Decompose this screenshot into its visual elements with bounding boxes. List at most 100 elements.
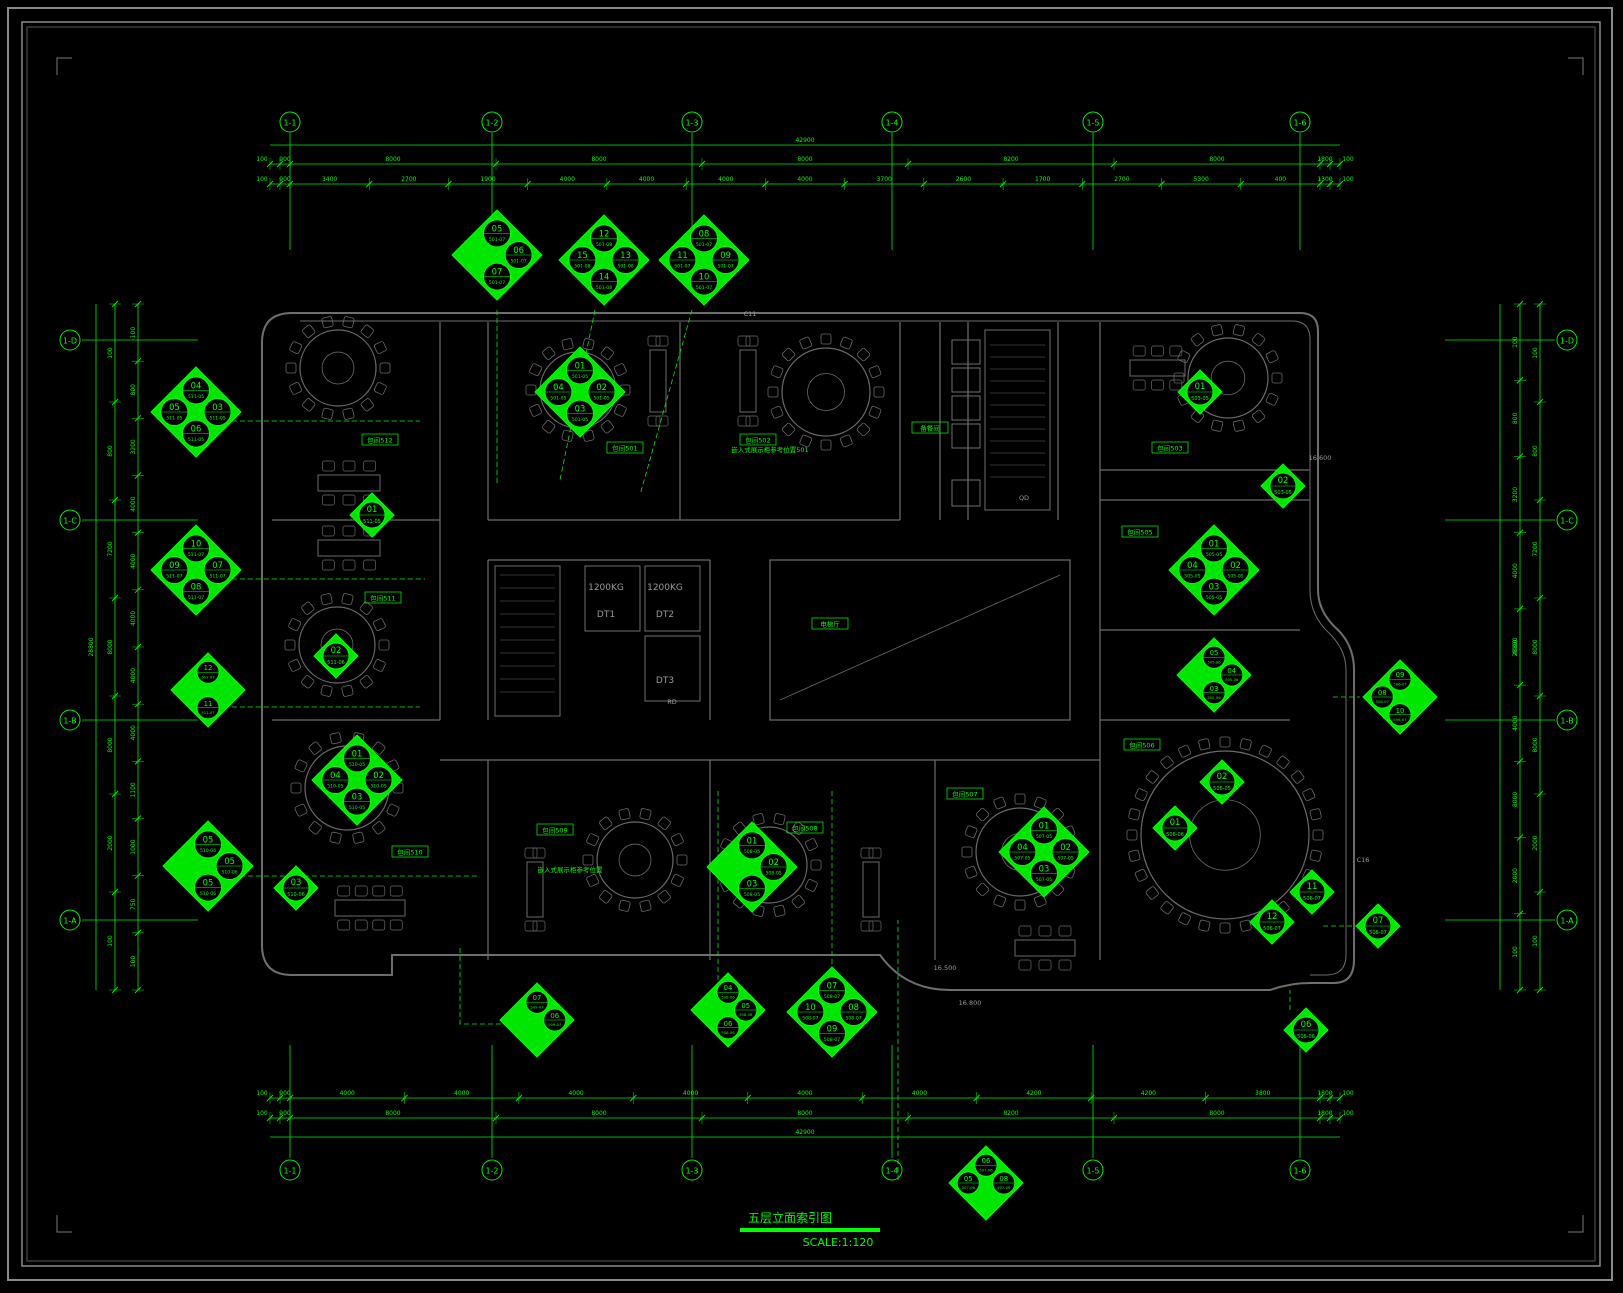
chair	[288, 618, 302, 632]
chair	[868, 365, 882, 379]
chair	[285, 362, 297, 374]
index-marker-ref: 508-05	[744, 849, 760, 855]
axis-label-left: 1-C	[63, 517, 77, 526]
chair	[1239, 919, 1252, 932]
index-marker-number: 01	[1170, 818, 1181, 828]
axis-label-bottom: 1-3	[685, 1167, 698, 1176]
chair	[1271, 372, 1283, 384]
chair	[804, 878, 818, 892]
room-tag	[946, 787, 984, 800]
chair	[839, 434, 853, 448]
index-marker-ref: 501-05	[550, 395, 566, 401]
chair	[341, 684, 354, 697]
index-marker-number: 08	[699, 228, 710, 238]
axis-label-top: 1-6	[1293, 119, 1306, 128]
index-marker-number: 13	[620, 250, 631, 260]
index-marker-diamond	[786, 966, 878, 1058]
chair	[1219, 736, 1231, 748]
chair	[1232, 324, 1245, 337]
room-label: 包间503	[1157, 444, 1182, 453]
chair	[1128, 849, 1141, 862]
dim-bottom-inner-value: 100	[1342, 1090, 1354, 1097]
index-marker-number: 06	[550, 1012, 559, 1020]
index-marker-number: 01	[352, 748, 363, 758]
index-marker-ref: 501-08	[596, 242, 612, 248]
dim-left-outer-value: 7200	[107, 541, 114, 556]
chair	[372, 741, 386, 755]
chair	[321, 559, 335, 571]
dining-table	[526, 861, 544, 918]
chair	[839, 336, 853, 350]
index-marker-ref: 510-06	[287, 892, 305, 898]
dim-top-inner-value: 5300	[1194, 176, 1209, 183]
index-marker-ref: 501-08	[574, 263, 590, 269]
index-marker-number: 05	[203, 834, 214, 844]
index-marker-number: 10	[805, 1002, 816, 1012]
index-marker-number: 02	[768, 857, 779, 867]
index-marker-ref: 505-06	[1207, 660, 1221, 664]
chair	[975, 807, 990, 822]
chair	[321, 460, 335, 472]
dim-bottom-outer-value: 8000	[385, 1110, 400, 1117]
index-marker-ref: 501-08	[596, 285, 612, 291]
room-labels: 包间512包间501包间502包间503包间505包间506包间507包间508…	[361, 310, 1369, 1007]
index-marker-ref: 505-05	[1227, 573, 1243, 579]
chair	[745, 335, 759, 347]
shaft-box	[951, 339, 981, 365]
chair	[1232, 419, 1245, 432]
chair	[1309, 808, 1322, 821]
dim-top-outer-value: 100	[1342, 156, 1354, 163]
index-marker-number: 07	[1373, 916, 1384, 926]
stair-core	[494, 565, 561, 717]
stair-core-east	[984, 329, 1051, 511]
dim-left-inner-value: 1100	[130, 782, 137, 797]
dim-top-inner-value: 2700	[401, 176, 416, 183]
axis-label-top: 1-4	[885, 119, 898, 128]
chair	[613, 363, 627, 377]
room-tag	[811, 617, 849, 630]
index-marker-number: 10	[1396, 707, 1405, 715]
dim-top-inner-value: 4000	[797, 176, 812, 183]
chair	[561, 429, 574, 442]
index-marker-number: 02	[1278, 476, 1289, 486]
axis-bubble-bottom	[481, 1159, 503, 1181]
dim-bottom-outer-value: 900	[279, 1110, 291, 1117]
index-marker-ref: 507-05	[1057, 855, 1073, 861]
dim-top-inner-value: 1900	[480, 176, 495, 183]
index-marker-number: 05	[169, 402, 180, 412]
chair	[586, 873, 600, 887]
room-tag	[1123, 738, 1161, 751]
chair	[1258, 744, 1272, 758]
index-marker-number: 03	[212, 402, 223, 412]
chair	[791, 821, 805, 835]
chair	[1177, 350, 1191, 364]
chair	[529, 363, 543, 377]
index-marker-number: 02	[373, 770, 384, 780]
index-marker-number: 05	[1210, 649, 1219, 657]
index-marker-number: 07	[212, 560, 223, 570]
chair	[1128, 808, 1141, 821]
index-marker-number: 03	[575, 404, 586, 414]
axis-label-right: 1-C	[1560, 517, 1574, 526]
plan-note: RD	[667, 698, 677, 706]
index-marker-number: 11	[1307, 882, 1318, 892]
chair	[1160, 901, 1174, 915]
chair	[360, 324, 374, 338]
dim-left-outer-value: 800	[107, 445, 114, 457]
dim-top-inner-value: 100	[256, 176, 268, 183]
index-marker-number: 08	[1378, 689, 1387, 697]
chair	[320, 593, 333, 606]
room-tag	[536, 823, 574, 836]
chair	[773, 813, 786, 826]
drawing-scale: SCALE:1:120	[803, 1236, 874, 1249]
index-marker-diamond	[1168, 524, 1260, 616]
